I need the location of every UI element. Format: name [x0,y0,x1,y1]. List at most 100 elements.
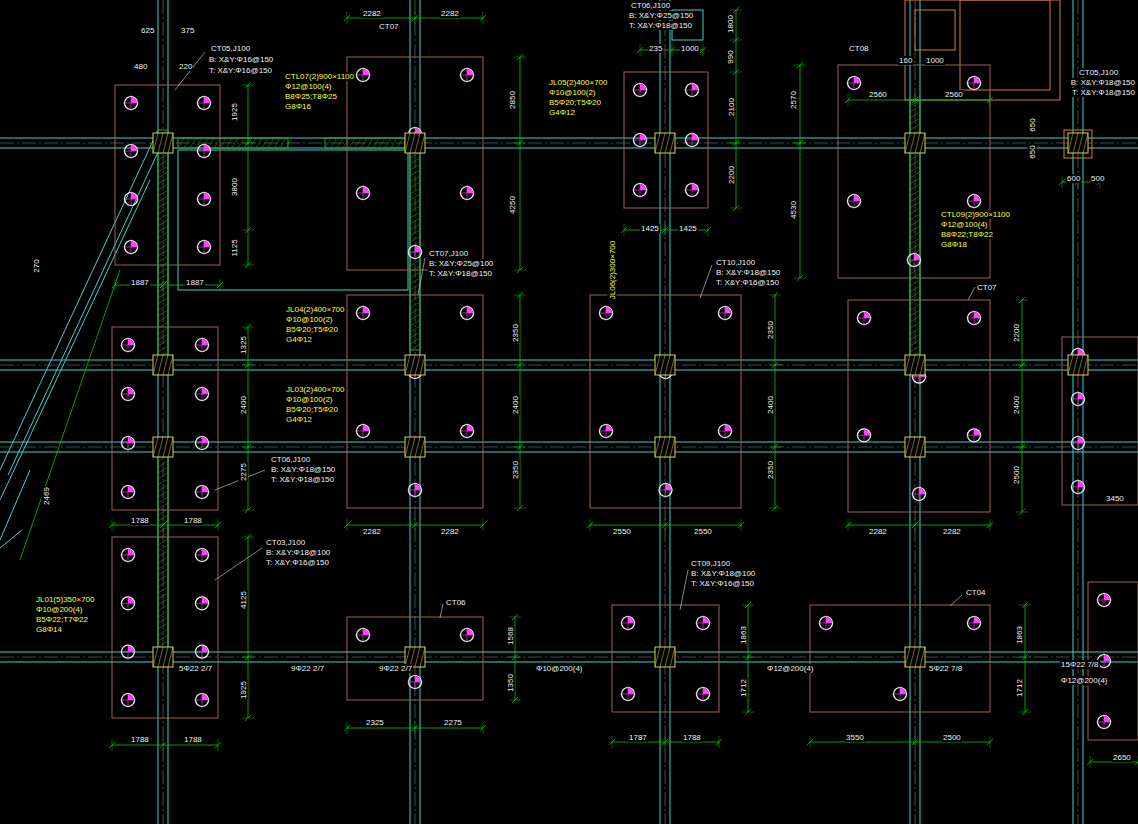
pile-symbol [692,134,698,140]
dimension-text: B: X&Y:Φ18@150 [270,465,336,474]
pile-cross [202,644,203,660]
pile-cross [202,337,203,353]
pile-cross [640,82,641,98]
hatch [670,133,675,153]
hatch [905,647,910,667]
hatch [325,138,331,148]
pile-cap [848,300,990,512]
pile-cap [590,295,741,508]
beam-line [0,530,22,548]
dimension-text: 2350 [511,460,520,480]
dim-ext [848,519,849,531]
dim-ext [730,72,742,73]
hatch [910,238,920,244]
dimension-text: 2500 [1012,465,1021,485]
dim-ext [415,12,416,24]
wall-strip [410,140,420,350]
hatch [232,138,238,148]
pile-symbol [363,307,369,313]
hatch [158,563,168,569]
dim-ext [742,605,754,606]
hatch [158,226,168,232]
reinforcement-note: G4Φ12 [285,415,313,424]
dim-ext [218,739,219,751]
hatch [910,316,920,322]
pile-symbol [974,195,980,201]
dim-ext [708,224,709,236]
hatch [665,355,670,375]
hatch [158,629,168,635]
dim-ext [514,508,526,509]
dim-ext [509,657,521,658]
dimension-text: 3800 [230,177,239,197]
hatch [410,164,420,170]
pile-cross [202,435,203,451]
dim-ext [483,519,484,531]
pile-cross [204,239,205,255]
dim-ext [1016,300,1028,301]
hatch [158,497,168,503]
hatch [226,138,232,148]
dimension-text: 1863 [739,625,748,645]
pile-cross [128,692,129,708]
pile-symbol [703,688,709,694]
pile-symbol [666,484,672,490]
hatch [158,202,168,208]
dim-ext [590,519,591,531]
dim-ext [769,365,781,366]
dimension-text: Φ12@200(4) [766,664,815,673]
column [905,355,925,375]
hatch [349,138,355,148]
pile-cross [974,310,975,326]
hatch [158,437,163,457]
dimension-text: T: X&Y:Φ16@150 [690,579,755,588]
beam-line [1083,0,1084,824]
hatch [910,244,920,250]
hatch [910,172,920,178]
pile-cross [363,627,364,643]
dimension-text: 1325 [239,335,248,355]
hatch [910,292,920,298]
hatch [405,355,410,375]
dimension-text: 2560 [868,90,888,99]
leader-line [680,570,688,610]
pile-cap [612,605,719,712]
hatch [158,304,168,310]
dimension-text: CT06 [445,598,467,607]
beam-line [670,0,671,824]
pile-symbol [974,429,980,435]
hatch [920,133,925,153]
hatch [178,138,184,148]
hatch [670,437,675,457]
hatch [163,437,168,457]
hatch [905,437,910,457]
dimension-text: T: X&Y:Φ18@150 [628,21,693,30]
hatch [665,647,670,667]
pile-symbol [202,339,208,345]
hatch [158,196,168,202]
reinforcement-note: G8Φ14 [35,625,63,634]
hatch [158,268,168,274]
pile-cross [1104,714,1105,730]
dimension-text: CT10,J100 [715,258,756,267]
hatch [158,250,168,256]
pile-cross [1104,592,1105,608]
hatch [153,437,158,457]
hatch [660,437,665,457]
reinforcement-note: JL03(2)400×700 [285,385,346,394]
dim-ext [220,279,221,291]
hatch [280,138,286,148]
hatch [910,220,920,226]
dim-ext [741,519,742,531]
dimension-line [848,525,990,526]
hatch [158,611,168,617]
pile-cross [864,427,865,443]
dim-ext [665,224,666,236]
pile-cross [974,193,975,209]
dimension-text: 5Φ22 7/8 [928,664,963,673]
hatch [910,328,920,334]
pile-cross [854,193,855,209]
pile-cross [725,423,726,439]
reinforcement-note: Φ10@100(2) [548,88,597,97]
dimension-text: 1425 [640,224,660,233]
